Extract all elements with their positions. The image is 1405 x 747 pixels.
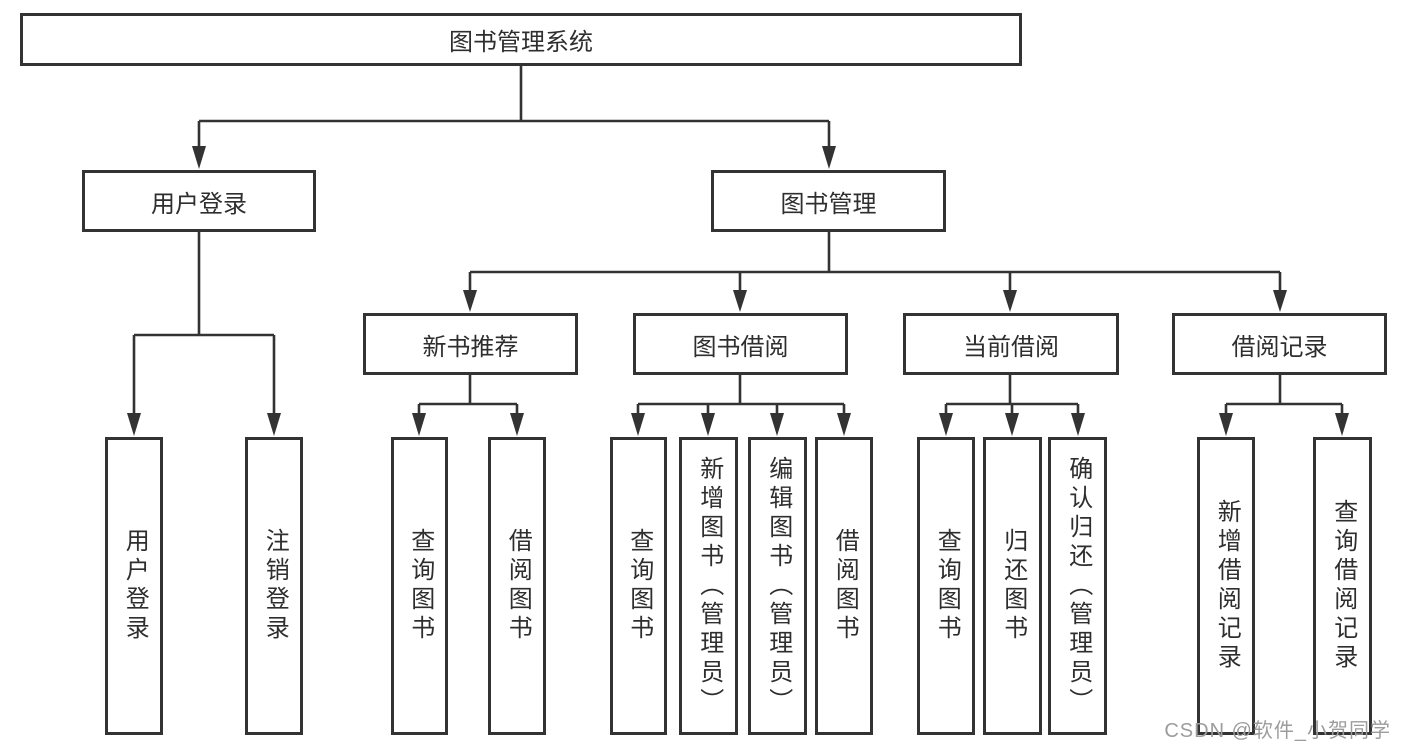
leaf-label: 查询图书 bbox=[933, 528, 961, 644]
leaf-label: 查询借阅记录 bbox=[1329, 499, 1357, 673]
arrowhead bbox=[412, 413, 426, 436]
leaf-logout: 注销登录 bbox=[245, 437, 303, 735]
node-book-management: 图书管理 bbox=[711, 170, 946, 232]
leaf-confirm-return-admin: 确认归还（管理员） bbox=[1048, 437, 1107, 735]
arrowhead bbox=[192, 146, 206, 169]
arrowhead bbox=[770, 413, 784, 436]
leaf-label: 查询图书 bbox=[625, 528, 653, 644]
arrowhead bbox=[1219, 413, 1233, 436]
connector-userlogin-leaves bbox=[132, 232, 276, 414]
leaf-label: 编辑图书（管理员） bbox=[764, 455, 792, 717]
leaf-label: 归还图书 bbox=[999, 528, 1027, 644]
arrowhead bbox=[1003, 290, 1017, 312]
arrowhead bbox=[510, 413, 524, 436]
leaf-label: 新增图书（管理员） bbox=[695, 455, 723, 717]
leaf-label: 借阅图书 bbox=[831, 528, 859, 644]
arrowhead bbox=[822, 146, 836, 169]
node-borrowing-records: 借阅记录 bbox=[1172, 313, 1387, 375]
leaf-user-login: 用户登录 bbox=[105, 437, 163, 735]
leaf-label: 注销登录 bbox=[261, 528, 289, 644]
node-root: 图书管理系统 bbox=[20, 13, 1022, 66]
leaf-label: 用户登录 bbox=[121, 528, 149, 644]
arrowhead bbox=[1273, 290, 1287, 312]
leaf-query-borrow-record: 查询借阅记录 bbox=[1313, 437, 1372, 735]
connector-currentborrow-leaves bbox=[944, 375, 1080, 414]
arrowhead bbox=[267, 413, 281, 436]
node-new-book-recommend: 新书推荐 bbox=[363, 313, 578, 375]
arrowhead bbox=[733, 290, 747, 312]
connector-bookborrow-leaves bbox=[636, 375, 846, 414]
arrowhead bbox=[837, 413, 851, 436]
leaf-return-books: 归还图书 bbox=[983, 437, 1042, 735]
arrowhead bbox=[1335, 413, 1349, 436]
node-user-login: 用户登录 bbox=[82, 170, 316, 232]
leaf-label: 借阅图书 bbox=[504, 528, 532, 644]
leaf-edit-book-admin: 编辑图书（管理员） bbox=[748, 437, 807, 735]
leaf-borrow-books-newbook: 借阅图书 bbox=[488, 437, 546, 735]
csdn-watermark: CSDN @软件_小贺同学 bbox=[1164, 720, 1391, 742]
leaf-label: 新增借阅记录 bbox=[1213, 499, 1241, 673]
leaf-query-books-borrow: 查询图书 bbox=[610, 437, 667, 735]
leaf-label: 确认归还（管理员） bbox=[1064, 455, 1092, 717]
connector-root-to-level2 bbox=[197, 66, 831, 147]
arrowhead bbox=[1071, 413, 1085, 436]
leaf-label: 查询图书 bbox=[406, 528, 434, 644]
arrowhead bbox=[939, 413, 953, 436]
arrowhead bbox=[463, 290, 477, 312]
connector-records-leaves bbox=[1224, 375, 1344, 414]
connector-newbook-leaves bbox=[417, 375, 519, 414]
node-current-borrowing: 当前借阅 bbox=[903, 313, 1119, 375]
leaf-add-borrow-record: 新增借阅记录 bbox=[1197, 437, 1255, 735]
connector-bookmgmt-to-level3 bbox=[468, 232, 1282, 291]
arrowhead bbox=[701, 413, 715, 436]
leaf-add-book-admin: 新增图书（管理员） bbox=[679, 437, 738, 735]
node-book-borrowing: 图书借阅 bbox=[633, 313, 848, 375]
arrowhead bbox=[631, 413, 645, 436]
arrowhead bbox=[1005, 413, 1019, 436]
leaf-borrow-books-borrow: 借阅图书 bbox=[815, 437, 873, 735]
arrowhead bbox=[127, 413, 141, 436]
leaf-query-books-newbook: 查询图书 bbox=[391, 437, 448, 735]
leaf-query-books-current: 查询图书 bbox=[917, 437, 975, 735]
